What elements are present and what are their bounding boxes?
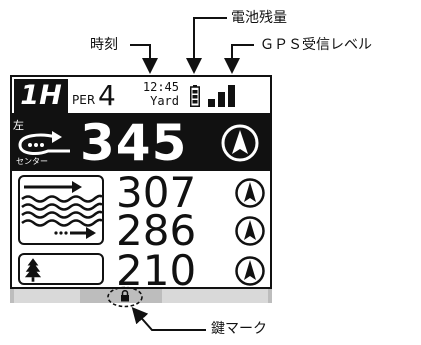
gps-device-screen: 1H PER 4 12:45 Yard 左 センター 345 (10, 75, 272, 308)
water-hazard-icon (18, 175, 104, 245)
battery-leader (186, 17, 227, 74)
lock-icon (107, 286, 143, 308)
lock-leader (131, 307, 206, 331)
green-distance-band: 左 センター 345 (10, 115, 272, 171)
hazard-front-distance: 307 (116, 168, 197, 217)
direction-arrow-icon (221, 124, 259, 162)
clock-time: 12:45 (142, 80, 179, 94)
status-bar: 1H PER 4 12:45 Yard (10, 75, 272, 115)
direction-arrow-icon (235, 178, 265, 208)
direction-arrow-icon (235, 216, 265, 246)
direction-arrow-icon (235, 256, 265, 286)
par-label: PER (72, 93, 96, 107)
tree-icon (18, 253, 104, 285)
par-value: 4 (98, 79, 116, 112)
bottom-segment (162, 289, 268, 303)
callout-battery-label: 電池残量 (231, 10, 287, 26)
clock-leader (130, 44, 158, 74)
battery-icon (190, 85, 200, 107)
green-side-label: 左 (13, 119, 24, 132)
green-target-icon (18, 131, 70, 155)
callout-clock-label: 時刻 (90, 37, 118, 53)
hole-number: 1H (14, 79, 68, 113)
gps-leader (224, 44, 254, 74)
distance-unit: Yard (150, 94, 179, 108)
hazard-distance-panel: 307 286 210 (10, 168, 272, 295)
callout-lock-label: 鍵マーク (211, 321, 267, 337)
tree-distance: 210 (116, 246, 197, 295)
hazard-back-distance: 286 (116, 206, 197, 255)
signal-bars-icon (208, 85, 235, 107)
green-center-label: センター (16, 157, 48, 166)
main-distance: 345 (80, 114, 188, 172)
callout-gps-label: ＧＰＳ受信レベル (260, 37, 372, 53)
bottom-segment (14, 289, 80, 303)
bottom-status-bar (10, 289, 272, 303)
